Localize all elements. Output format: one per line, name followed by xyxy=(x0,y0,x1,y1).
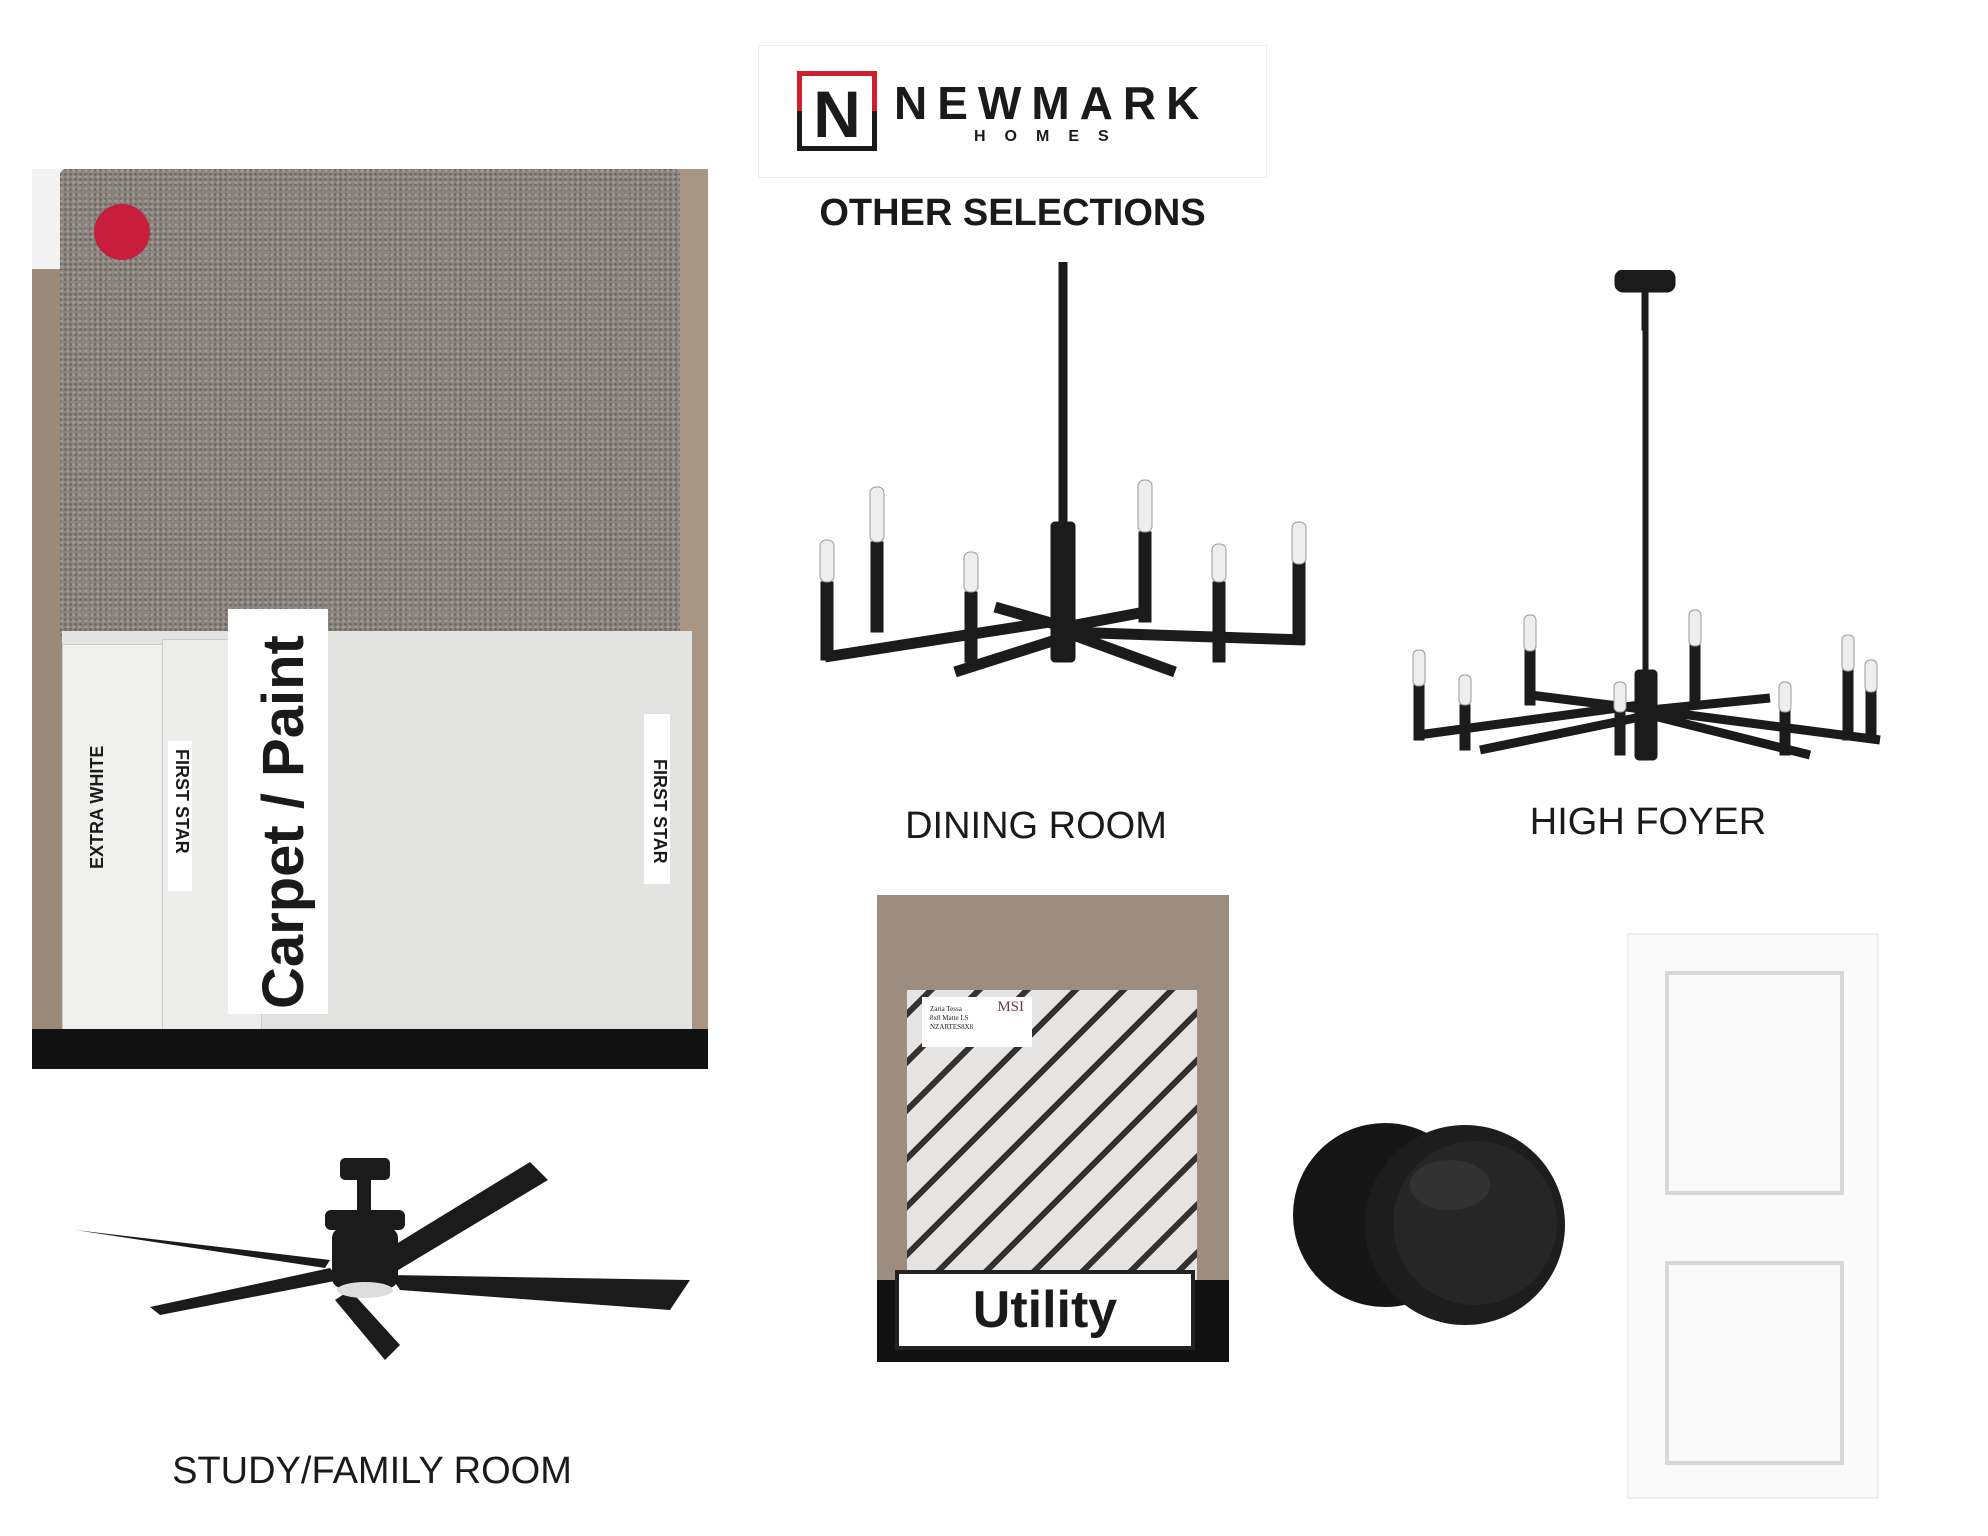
carpet-paint-sign: Carpet / Paint xyxy=(251,635,316,1009)
svg-text:N: N xyxy=(813,77,861,151)
swatch-label: EXTRA WHITE xyxy=(87,745,107,869)
high-foyer-chandelier-image xyxy=(1412,270,1881,761)
page-title: OTHER SELECTIONS xyxy=(819,192,1206,234)
high-foyer-label: HIGH FOYER xyxy=(1529,801,1767,843)
dining-chandelier-image xyxy=(819,262,1307,678)
logo-mark-icon: N xyxy=(797,71,877,151)
logo-brand: NEWMARK xyxy=(894,77,1210,129)
interior-door-image xyxy=(1627,933,1879,1499)
swatch-label: FIRST STAR xyxy=(650,759,670,864)
logo-sub: HOMES xyxy=(974,128,1128,145)
study-family-room-label: STUDY/FAMILY ROOM xyxy=(172,1450,572,1492)
door-knob-image xyxy=(1293,1123,1565,1325)
newmark-logo: N NEWMARK HOMES xyxy=(758,45,1267,178)
swatch-label: FIRST STAR xyxy=(172,749,192,854)
carpet-paint-photo: EXTRA WHITE FIRST STAR FIRST STAR Carpet… xyxy=(32,169,708,1069)
dining-room-label: DINING ROOM xyxy=(905,805,1167,847)
ceiling-fan-image xyxy=(75,1158,690,1360)
utility-sign: Utility xyxy=(895,1270,1195,1350)
carpet-tag-icon xyxy=(94,204,150,260)
